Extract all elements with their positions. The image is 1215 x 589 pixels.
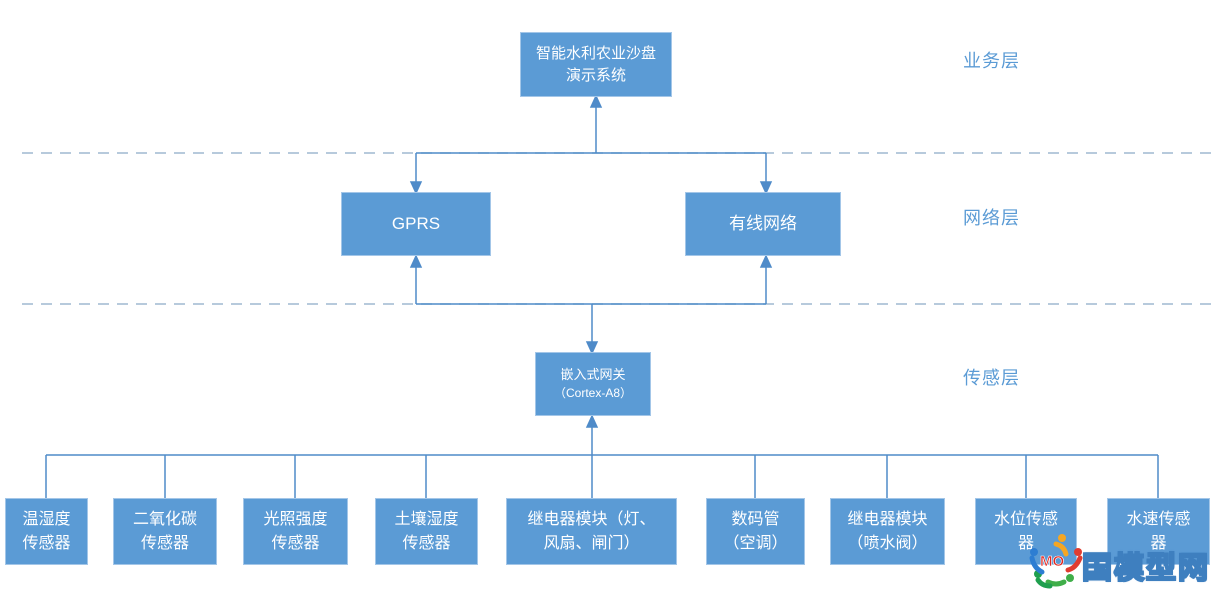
gateway-subtitle: （Cortex-A8） (553, 385, 633, 400)
node-gprs: GPRS (341, 192, 491, 256)
node-wired-network: 有线网络 (685, 192, 841, 256)
device-co2-sensor: 二氧化碳 传感器 (113, 498, 217, 565)
connector-lines (45, 94, 1159, 498)
arrow-up-system (589, 94, 603, 108)
arrow-down-gprs (409, 181, 423, 195)
device-digital-tube-ac: 数码管 （空调） (706, 498, 805, 565)
arrow-down-gateway (585, 341, 599, 355)
device-relay-sprinkler: 继电器模块 （喷水阀） (830, 498, 945, 565)
arrow-down-wired (759, 181, 773, 195)
device-temp-humidity-sensor: 温湿度 传感器 (5, 498, 88, 565)
watermark-text: 国模型网 (1081, 551, 1210, 586)
layer-label-network: 网络层 (963, 208, 1020, 228)
layer-label-business: 业务层 (963, 51, 1020, 71)
arrow-up-wired (759, 254, 773, 268)
device-relay-lights-fans-gates: 继电器模块（灯、 风扇、闸门） (506, 498, 677, 565)
watermark-logo-text: MO (1040, 553, 1064, 570)
layer-label-sensor: 传感层 (963, 368, 1020, 388)
arrow-up-gprs (409, 254, 423, 268)
device-light-sensor: 光照强度 传感器 (243, 498, 348, 565)
watermark-logo-icon: MO (1029, 534, 1083, 589)
device-water-level-sensor: 水位传感 器 (975, 498, 1077, 565)
node-system: 智能水利农业沙盘 演示系统 (520, 32, 672, 97)
node-embedded-gateway: 嵌入式网关 （Cortex-A8） (535, 352, 651, 416)
device-soil-moisture-sensor: 土壤湿度 传感器 (375, 498, 478, 565)
arrow-up-gateway (585, 414, 599, 428)
gateway-title: 嵌入式网关 (560, 366, 626, 382)
device-water-speed-sensor: 水速传感 器 (1107, 498, 1210, 565)
